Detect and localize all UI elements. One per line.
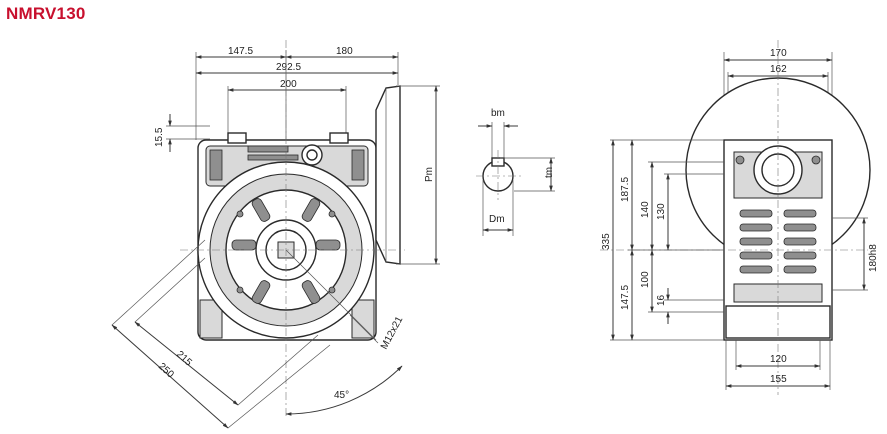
front-view: 147.5 180 292.5 200 15.5 Pm — [111, 40, 440, 429]
dim-foot-c: 100 — [640, 271, 651, 288]
dim-diag-inner: 215 — [174, 349, 194, 369]
page-title: NMRV130 — [6, 4, 86, 23]
dim-key-height: tm — [544, 167, 555, 178]
angle-arc — [285, 365, 403, 416]
dim-key-width: bm — [491, 108, 505, 119]
dim-foot-b: 130 — [656, 203, 667, 220]
dim-bottom-outer: 155 — [770, 374, 787, 385]
dim-top-left: 147.5 — [228, 46, 253, 57]
dim-bore: 180h8 — [868, 244, 879, 272]
dim-top-outer: 170 — [770, 48, 787, 59]
dim-overall: 292.5 — [276, 62, 301, 73]
dim-flange-span: 200 — [280, 79, 297, 90]
side-view: 170 162 — [600, 40, 879, 395]
shaft-detail: bm tm Dm — [476, 108, 555, 236]
dim-height-lower: 147.5 — [620, 285, 631, 310]
dim-line-250 — [111, 324, 229, 429]
dim-diameter: Dm — [489, 214, 505, 225]
dim-foot-d: 16 — [656, 294, 667, 306]
dim-top-inner: 162 — [770, 64, 787, 75]
dim-flange-diameter: Pm — [424, 167, 435, 182]
dim-top-offset: 15.5 — [154, 127, 165, 147]
dim-foot-a: 140 — [640, 201, 651, 218]
output-flange — [375, 85, 401, 265]
dim-height-total: 335 — [601, 233, 612, 250]
dim-bottom-inner: 120 — [770, 354, 787, 365]
dim-diag-outer: 250 — [156, 361, 176, 381]
bolt-thread-label: M12x21 — [379, 314, 406, 351]
dim-top-right: 180 — [336, 46, 353, 57]
dim-height-upper: 187.5 — [620, 177, 631, 202]
dim-angle: 45° — [334, 390, 349, 401]
